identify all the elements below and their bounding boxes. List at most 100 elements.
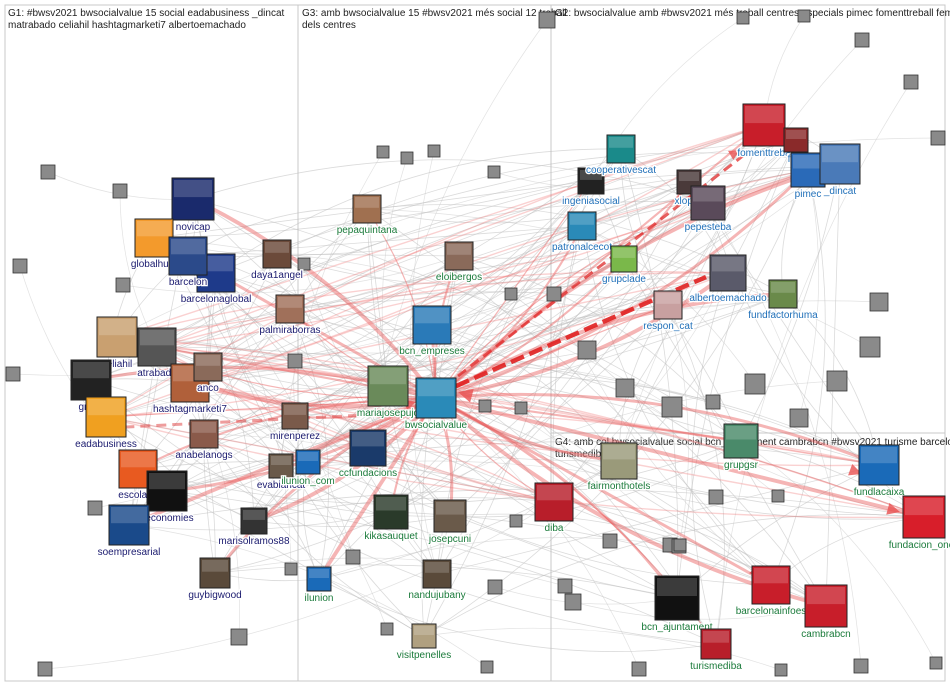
node-pepesteba[interactable]: pepesteba: [683, 185, 733, 234]
mention-edge: [203, 433, 678, 599]
minor-node-thumbnail: [12, 258, 28, 274]
node-albertoemachado[interactable]: albertoemachado: [688, 254, 768, 305]
node-seconomies[interactable]: seconomies: [139, 470, 195, 525]
mention-edge: [494, 586, 678, 605]
node-kikasauquet[interactable]: kikasauquet: [363, 494, 419, 543]
node-avatar: [742, 103, 786, 147]
node-avatar-shade: [202, 560, 228, 572]
mention-edge: [122, 255, 460, 294]
node-evabiancat[interactable]: evabiancat: [256, 453, 307, 492]
node-ilunion_com[interactable]: ilunion_com: [280, 449, 336, 488]
node-anabelanogs[interactable]: anabelanogs: [174, 419, 234, 462]
node-label: anco: [197, 383, 219, 394]
node-marisolramos88[interactable]: marisolramos88: [217, 507, 291, 548]
mention-edge: [192, 159, 709, 204]
node-avatar-shade: [447, 244, 471, 255]
node-barcelonainfoes[interactable]: barcelonainfoes: [734, 565, 808, 618]
mention-edge: [367, 258, 625, 449]
node-pepaquintana[interactable]: pepaquintana: [335, 194, 399, 237]
node-avatar: [268, 453, 294, 479]
node-palmiraborras[interactable]: palmiraborras: [258, 294, 322, 337]
node-barcelon[interactable]: barcelon: [168, 236, 208, 289]
node-avatar: [804, 584, 848, 628]
node-avatar-shade: [174, 180, 212, 198]
mention-edge: [553, 293, 772, 586]
node-avatar-shade: [745, 106, 783, 124]
node-cooperativescat[interactable]: cooperativescat: [585, 134, 657, 177]
minor-node-thumbnail: [504, 287, 518, 301]
mention-edge: [44, 501, 555, 670]
node-label: fundlacaixa: [854, 487, 905, 498]
retweet-edge: [189, 382, 925, 518]
node-bwsocialvalue[interactable]: bwsocialvalue: [404, 377, 469, 432]
node-patronalcecot[interactable]: patronalcecot: [551, 211, 613, 254]
node-ccfundacions[interactable]: ccfundacions: [338, 429, 398, 480]
retweet-edge: [156, 124, 765, 348]
node-nandujubany[interactable]: nandujubany: [407, 559, 467, 602]
node-guybigwood[interactable]: guybigwood: [187, 557, 243, 602]
retweet-edge: [116, 124, 765, 338]
node-daya1angel[interactable]: daya1angel: [250, 239, 304, 282]
mention-edge: [431, 324, 779, 497]
node-globalhumanco[interactable]: globalhum: [130, 218, 178, 271]
mention-edge: [624, 387, 925, 518]
node-eadabusiness[interactable]: eadabusiness: [74, 396, 138, 451]
node-josepcuni[interactable]: josepcuni: [427, 499, 472, 546]
node-albertoemanco[interactable]: anco: [193, 352, 223, 395]
node-fundacion_once[interactable]: fundacion_once: [887, 495, 950, 552]
node-matrabado[interactable]: atrabado: [136, 327, 178, 380]
node-avatar-shade: [603, 445, 635, 460]
node-eloibergos[interactable]: eloibergos: [435, 241, 483, 284]
minor-node-thumbnail: [514, 401, 528, 415]
minor-node-thumbnail: [284, 562, 298, 576]
minor-node-thumbnail: [115, 277, 131, 293]
retweet-edge: [116, 270, 729, 338]
node-label: _dincat: [823, 186, 856, 197]
node-avatar: [275, 294, 305, 324]
node-label: guybigwood: [188, 590, 241, 601]
mention-edge: [166, 308, 291, 492]
node-mirenperez[interactable]: mirenperez: [269, 402, 321, 443]
node-bcn_empreses[interactable]: bcn_empreses: [398, 305, 466, 358]
node-label: cooperativescat: [586, 165, 656, 176]
node-fomenttreball[interactable]: fomenttreba: [736, 103, 792, 160]
node-cambrabcn[interactable]: cambrabcn: [800, 584, 852, 641]
mention-edge: [276, 152, 841, 255]
node-label: marisolramos88: [218, 536, 290, 547]
edge-arrowhead: [886, 502, 900, 515]
node-label: ccfundacions: [339, 468, 397, 479]
node-avatar-shade: [793, 155, 823, 169]
node-avatar-shade: [196, 355, 220, 366]
node-label: pimec: [795, 189, 822, 200]
node-visitpenelles[interactable]: visitpenelles: [396, 623, 452, 662]
node-avatar: [199, 557, 231, 589]
key-edge: [125, 411, 407, 429]
node-turismediba[interactable]: turismediba: [689, 628, 744, 673]
node-avatar-shade: [771, 282, 795, 293]
node-bcn_ajuntament[interactable]: bcn_ajuntament: [640, 575, 714, 634]
node-pimec[interactable]: pimec: [790, 152, 826, 201]
minor-node-thumbnail: [509, 514, 523, 528]
node-novicap[interactable]: novicap: [171, 177, 215, 234]
minor-node-thumbnail: [480, 660, 494, 674]
node-soempresarial[interactable]: soempresarial: [96, 504, 162, 559]
minor-node-thumbnail: [869, 292, 889, 312]
node-avatar-shade: [73, 362, 109, 379]
node-label: atrabado: [137, 368, 177, 379]
node-avatar-shade: [149, 473, 185, 490]
node-dincat[interactable]: _dincat: [819, 143, 861, 198]
node-respon_cat[interactable]: respon_cat: [642, 290, 694, 333]
mention-edge: [156, 346, 827, 607]
node-fairmonthotels[interactable]: fairmonthotels: [586, 442, 652, 493]
node-fundlacaixa[interactable]: fundlacaixa: [852, 444, 906, 499]
node-fundfactorhuma[interactable]: fundfactorhuma: [747, 279, 819, 322]
node-label: fomenttreba: [737, 148, 791, 159]
node-mariajosepujol[interactable]: mariajosepujo: [356, 365, 421, 420]
node-ilunion[interactable]: ilunion: [303, 566, 335, 605]
node-ingeniasocial[interactable]: ingeniasocial: [561, 167, 621, 208]
node-avatar-shade: [822, 146, 858, 163]
node-grupgsr[interactable]: grupgsr: [723, 423, 760, 472]
node-diba[interactable]: diba: [534, 482, 574, 535]
node-grupclade[interactable]: grupclade: [601, 245, 648, 286]
minor-node-thumbnail: [37, 661, 53, 677]
